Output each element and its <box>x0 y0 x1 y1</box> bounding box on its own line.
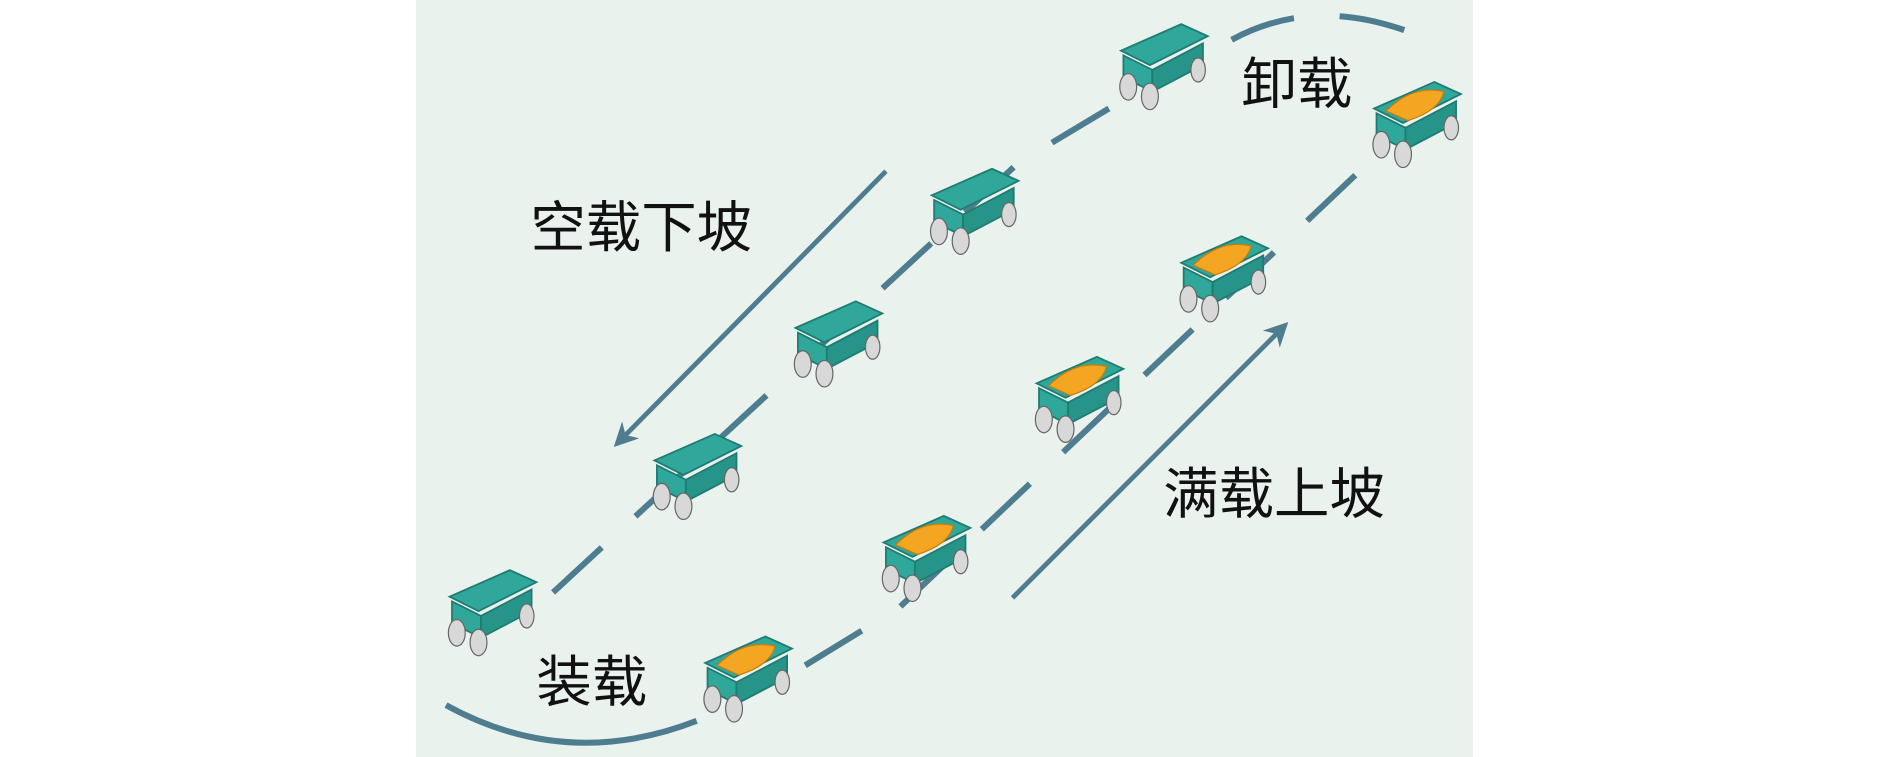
empty-return-road <box>546 12 1406 599</box>
downhill-arrow <box>613 169 888 448</box>
label-load: 装载 <box>536 652 647 716</box>
label-empty-downhill: 空载下坡 <box>530 197 752 261</box>
loaded-haul-road <box>803 166 1365 668</box>
uphill-arrow <box>1010 322 1289 600</box>
panel-background <box>415 0 1473 757</box>
loading-arc-road <box>444 702 698 746</box>
label-full-uphill: 满载上坡 <box>1163 464 1385 528</box>
label-unload: 卸载 <box>1242 54 1353 118</box>
